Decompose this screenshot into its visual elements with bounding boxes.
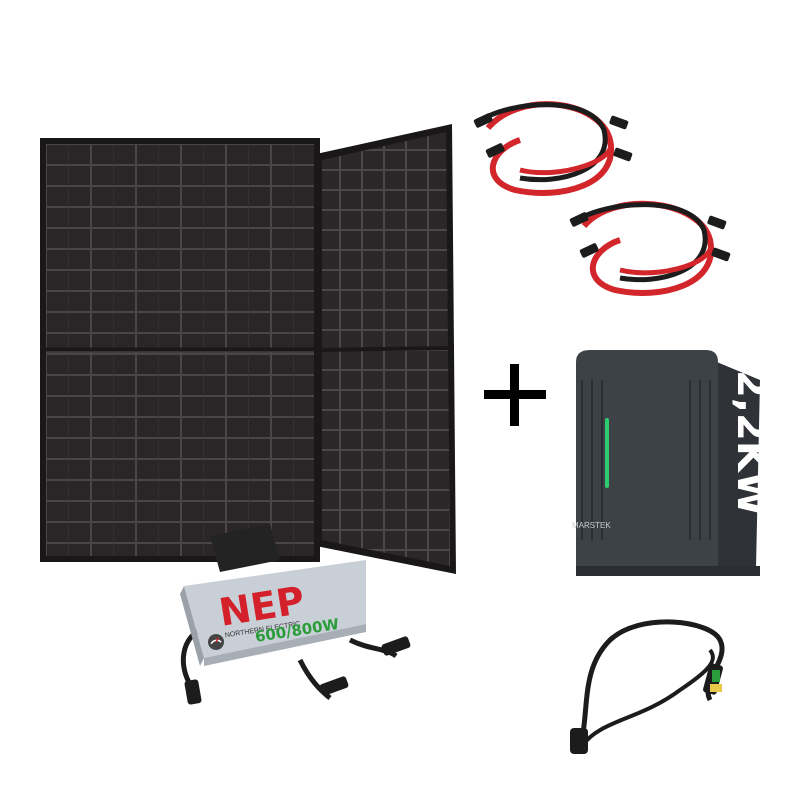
battery-capacity-label: 2,2KW [728, 370, 770, 516]
plus-icon [484, 364, 546, 426]
cable-set-2 [569, 200, 731, 296]
microinverter: NEP NORTHERN ELECTRIC 600/800W [170, 520, 420, 720]
gauge-icon [208, 634, 224, 650]
ac-cable-illustration [570, 619, 725, 754]
ac-cable [560, 600, 760, 760]
battery-storage: 2,2KW MARSTEK [560, 340, 770, 580]
cable-set-1 [473, 101, 633, 196]
microinverter-illustration: NEP NORTHERN ELECTRIC 600/800W [180, 524, 411, 705]
battery-brand-label: MARSTEK [572, 521, 611, 530]
plus-sign [480, 360, 550, 430]
battery-illustration: 2,2KW MARSTEK [572, 350, 770, 576]
battery-led-indicator [605, 418, 609, 488]
